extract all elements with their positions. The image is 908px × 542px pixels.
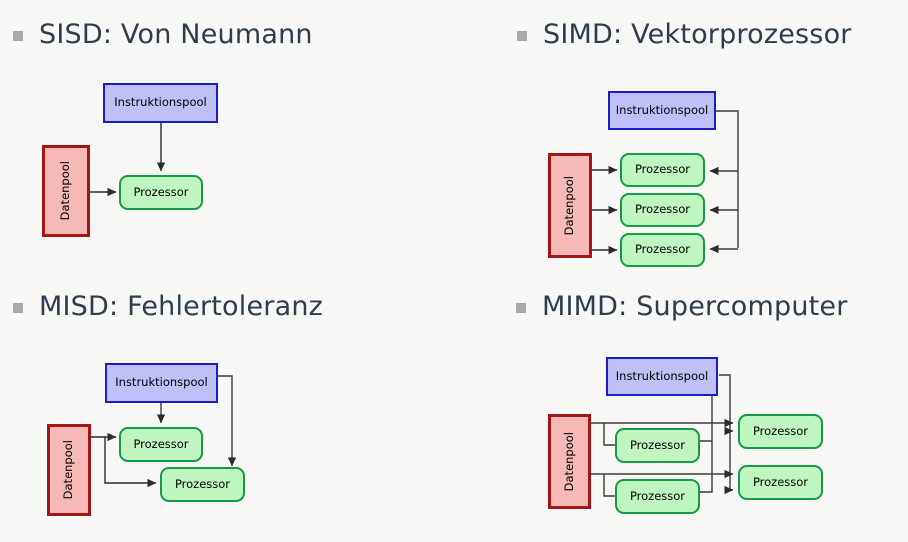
node-processor-simd-3[interactable]: Prozessor (620, 233, 705, 267)
edge-instr-bus-right (719, 374, 731, 490)
quadrant-sisd: SISD: Von Neumann Instruktionspool Daten… (0, 0, 454, 270)
node-processor-misd-2[interactable]: Prozessor (160, 467, 245, 502)
node-label: Prozessor (634, 242, 691, 257)
node-label: Instruktionspool (115, 375, 208, 390)
node-processor-mimd-right-1[interactable]: Prozessor (738, 414, 823, 449)
node-label: Prozessor (634, 202, 691, 217)
node-instruction-pool-mimd[interactable]: Instruktionspool (606, 357, 718, 396)
node-processor-misd-1[interactable]: Prozessor (119, 427, 203, 462)
bullet-square-icon (516, 302, 526, 313)
heading-simd-label: SIMD: Vektorprozessor (543, 19, 852, 50)
node-label: Prozessor (629, 488, 686, 503)
node-instruction-pool-simd[interactable]: Instruktionspool (608, 91, 716, 130)
node-label: Prozessor (133, 436, 189, 451)
node-label: Datenpool (562, 175, 577, 236)
node-label: Datenpool (58, 161, 73, 221)
heading-sisd-label: SISD: Von Neumann (39, 19, 313, 50)
node-label: Instruktionspool (615, 368, 709, 383)
node-processor-mimd-left-2[interactable]: Prozessor (615, 479, 700, 514)
node-label: Prozessor (752, 423, 809, 438)
bullet-square-icon (13, 302, 23, 313)
node-data-pool-simd[interactable]: Datenpool (548, 153, 592, 258)
connectors-sisd (90, 123, 166, 197)
node-label: Prozessor (752, 474, 809, 489)
node-label: Instruktionspool (114, 95, 207, 110)
node-label: Prozessor (634, 162, 691, 177)
node-label: Datenpool (561, 431, 576, 492)
quadrant-simd: SIMD: Vektorprozessor Ins (454, 0, 908, 270)
heading-mimd: MIMD: Supercomputer (516, 293, 848, 320)
node-label: Datenpool (61, 440, 76, 500)
heading-mimd-label: MIMD: Supercomputer (542, 291, 848, 322)
bullet-square-icon (13, 30, 23, 41)
node-label: Prozessor (133, 184, 189, 199)
diagram-mimd: Instruktionspool Datenpool Prozessor Pro… (454, 271, 908, 542)
diagram-simd: Instruktionspool Datenpool Prozessor Pro… (454, 0, 908, 271)
node-instruction-pool-sisd[interactable]: Instruktionspool (103, 83, 218, 123)
heading-misd: MISD: Fehlertoleranz (13, 293, 323, 320)
node-processor-mimd-left-1[interactable]: Prozessor (615, 428, 700, 463)
node-instruction-pool-misd[interactable]: Instruktionspool (105, 363, 218, 403)
heading-simd: SIMD: Vektorprozessor (517, 21, 852, 48)
node-processor-simd-2[interactable]: Prozessor (620, 193, 705, 227)
edge-instr-bus (715, 110, 739, 248)
connectors-misd (90, 375, 237, 488)
bullet-square-icon (517, 30, 527, 41)
node-label: Instruktionspool (615, 102, 709, 117)
node-data-pool-sisd[interactable]: Datenpool (42, 145, 90, 237)
connectors-simd (591, 110, 739, 255)
node-processor-mimd-right-2[interactable]: Prozessor (738, 465, 823, 500)
diagram-sisd: Instruktionspool Datenpool Prozessor (0, 0, 454, 271)
node-processor-sisd-1[interactable]: Prozessor (119, 175, 203, 210)
node-label: Prozessor (629, 437, 686, 452)
node-data-pool-misd[interactable]: Datenpool (47, 424, 91, 516)
node-data-pool-mimd[interactable]: Datenpool (548, 414, 591, 509)
diagram-misd: Instruktionspool Datenpool Prozessor Pro… (0, 271, 454, 542)
quadrant-misd: MISD: Fehlertoleranz Instruktionsp (0, 271, 454, 541)
edge-instr-to-proc-2 (218, 375, 237, 467)
node-processor-simd-1[interactable]: Prozessor (620, 153, 705, 187)
quadrant-mimd: MIMD: Supercomputer (454, 271, 908, 541)
heading-sisd: SISD: Von Neumann (13, 21, 313, 48)
edge-data-to-proc-2 (104, 437, 157, 488)
heading-misd-label: MISD: Fehlertoleranz (39, 291, 324, 322)
node-label: Prozessor (174, 476, 231, 491)
